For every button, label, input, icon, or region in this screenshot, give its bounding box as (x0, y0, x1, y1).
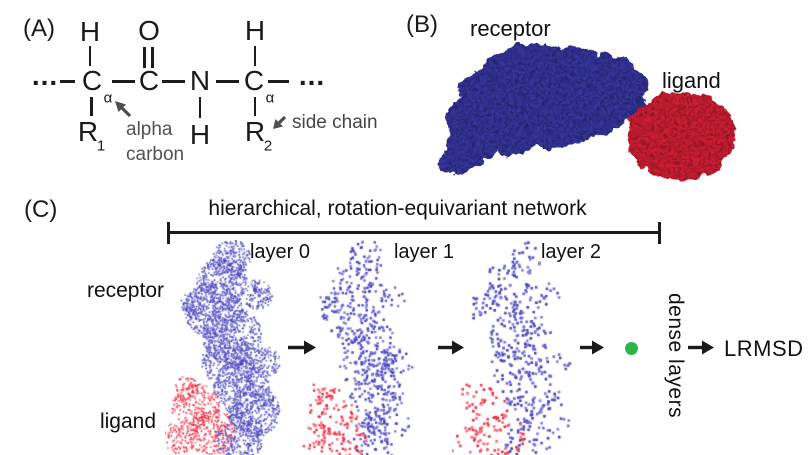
dense-layers-label: dense layers (664, 293, 687, 419)
panel-b-label: (B) (406, 11, 438, 38)
panel-a-label: (A) (23, 15, 55, 42)
atom-c-alpha1: C (81, 65, 103, 96)
bond-c3-r2 (253, 97, 257, 116)
ellipsis-right: ... (298, 60, 326, 91)
bond-h1-c1 (88, 46, 92, 66)
bond-n-c3 (216, 80, 239, 83)
bond-o-c2-double-a (143, 47, 146, 68)
atom-h2: H (244, 15, 266, 46)
r1-subscript: 1 (96, 137, 106, 155)
arrow-up-left-icon (115, 101, 132, 118)
point-cloud-input (165, 240, 290, 455)
atom-r2: R (244, 116, 266, 147)
arrow-down-left-icon (273, 115, 287, 129)
latent-point (625, 342, 638, 355)
ligand-label-c: ligand (99, 410, 157, 433)
side-chain-annotation: side chain (292, 112, 378, 133)
atom-r1: R (77, 116, 99, 147)
alpha-subscript-2: α (265, 89, 275, 107)
bond-n-h (198, 97, 202, 118)
receptor-label-b: receptor (470, 16, 551, 41)
r2-subscript: 2 (263, 137, 273, 155)
molecular-surface-graphic (441, 43, 736, 181)
bond-c1-r1 (90, 97, 93, 116)
ligand-surface (627, 93, 736, 181)
ligand-surface-texture (627, 93, 736, 181)
bracket-line (167, 231, 661, 234)
ellipsis-left: ... (31, 60, 59, 91)
arrow-right-icon (580, 340, 604, 355)
atom-n: N (189, 65, 211, 96)
alpha-carbon-line1: alpha (126, 119, 173, 140)
bond-ellipsis-c1 (60, 80, 75, 83)
point-cloud-layer1 (302, 240, 422, 455)
point-cloud-layer2 (452, 240, 580, 455)
panel-c-label: (C) (24, 196, 58, 223)
bond-h2-c3 (253, 46, 257, 66)
atom-c-carbonyl: C (138, 65, 160, 96)
ligand-label-b: ligand (662, 68, 721, 93)
arrow-right-icon (438, 340, 464, 355)
atom-h1: H (79, 16, 101, 47)
output-label: LRMSD (724, 336, 804, 361)
bond-c3-ellipsis (268, 80, 289, 83)
arrow-right-icon (688, 340, 714, 355)
receptor-surface-texture (441, 43, 649, 176)
receptor-label-c: receptor (86, 279, 164, 302)
network-title: hierarchical, rotation-equivariant netwo… (208, 197, 587, 220)
alpha-carbon-annotation: alpha carbon (126, 117, 184, 167)
arrow-right-icon (288, 340, 316, 355)
receptor-surface (441, 43, 649, 176)
bracket-right-tick (658, 222, 661, 244)
atom-o: O (138, 15, 160, 46)
bond-o-c2-double-b (151, 47, 154, 68)
bond-c2-n (162, 80, 185, 83)
atom-c-alpha2: C (243, 65, 265, 96)
atom-h-amide: H (189, 119, 211, 150)
bond-c1-c2 (112, 80, 135, 83)
alpha-carbon-line2: carbon (126, 144, 185, 165)
alpha-subscript-1: α (103, 89, 113, 107)
